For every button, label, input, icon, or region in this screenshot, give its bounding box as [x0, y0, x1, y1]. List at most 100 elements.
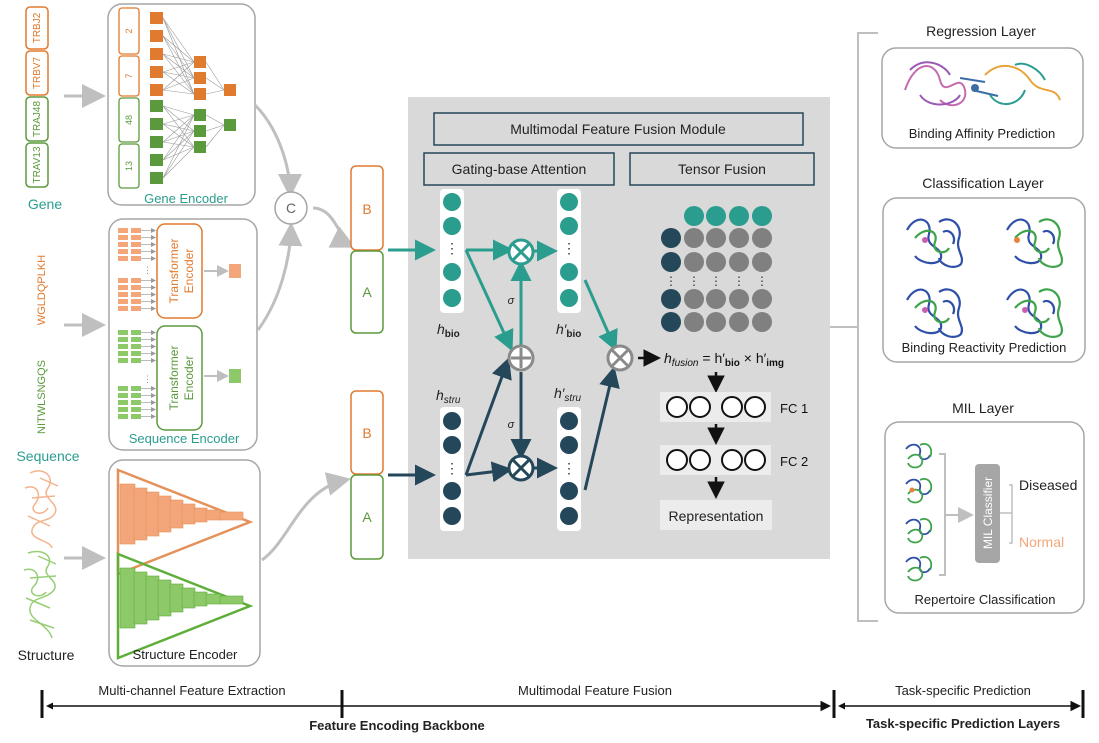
tensor-top-element [752, 206, 772, 226]
cnn-alpha-layer [133, 571, 148, 625]
gene-inputs: TRBJ2 TRBV7 TRAJ48 TRAV13 Gene [25, 6, 62, 212]
cnn-beta-layer [157, 495, 172, 533]
multiply-op-top [507, 238, 535, 266]
token [131, 228, 141, 233]
gene-node [194, 125, 206, 137]
tensor-top-element [684, 206, 704, 226]
fusion-module: Multimodal Feature Fusion Module Gating-… [388, 97, 830, 559]
ellipsis: ⋮ [445, 240, 459, 256]
tensor-cell [684, 252, 704, 272]
token [118, 292, 128, 297]
repertoire-caption: Repertoire Classification [915, 592, 1056, 607]
ellipsis: ⋮ [733, 274, 745, 288]
fc2-label: FC 2 [780, 454, 808, 469]
ellipsis: ⋮ [562, 240, 576, 256]
fc1-neuron [666, 396, 688, 418]
gene-encoder-label: Gene Encoder [144, 191, 229, 206]
tensor-fusion-title: Tensor Fusion [678, 161, 766, 177]
tensor-cell [684, 228, 704, 248]
token [131, 414, 141, 419]
vector-element [560, 289, 578, 307]
cnn-alpha-layer [193, 591, 208, 607]
token [131, 386, 141, 391]
fc1-neuron [721, 396, 743, 418]
transformer-alpha-line1: Transformer [167, 346, 181, 411]
tensor-cell [706, 252, 726, 272]
h-stru-prime-label: h′stru [554, 385, 582, 404]
repertoire-protein-icon [905, 518, 933, 544]
regression-title: Regression Layer [926, 23, 1036, 39]
tcr-beta-structure-icon [24, 470, 59, 549]
protein-complex-icon [1006, 288, 1063, 338]
tensor-cell [706, 312, 726, 332]
ellipsis: ⋮ [710, 274, 722, 288]
token [118, 414, 128, 419]
gene-node [150, 118, 163, 130]
structure-encoder-label: Structure Encoder [133, 647, 238, 662]
gene-node [150, 66, 163, 78]
chain-b-lower: B [362, 425, 371, 441]
gene-node [150, 12, 163, 24]
repertoire-protein-icon [905, 556, 933, 582]
token [131, 242, 141, 247]
vector-element [443, 217, 461, 235]
ellipsis: ⋮ [445, 460, 459, 476]
token [131, 337, 141, 342]
transformer-encoder-beta [156, 223, 203, 319]
cnn-alpha-layer [119, 567, 136, 629]
fc2-neuron [689, 449, 711, 471]
gene-node [194, 72, 206, 84]
chain-boxes-upper: B A [350, 165, 384, 334]
cnn-alpha-layer [145, 575, 160, 621]
structure-encoder: Structure Encoder [108, 459, 261, 667]
vector-element [560, 482, 578, 500]
tensor-top-element [729, 206, 749, 226]
token [118, 393, 128, 398]
token [118, 351, 128, 356]
token [131, 278, 141, 283]
sequence-beta: WGLDQPLKH [36, 255, 48, 325]
cnn-beta-layer [205, 509, 222, 521]
ellipsis: ⋮ [143, 374, 152, 384]
vector-element [560, 436, 578, 454]
ellipsis: ⋮ [688, 274, 700, 288]
tensor-cell [684, 312, 704, 332]
tensor-cell [729, 228, 749, 248]
gene-node [194, 109, 206, 121]
footer-task: Task-specific Prediction [895, 683, 1031, 698]
mil-classifier-label: MIL Classifier [981, 477, 995, 549]
tensor-cell [706, 228, 726, 248]
token [131, 407, 141, 412]
token [118, 256, 128, 261]
vector-element [443, 263, 461, 281]
vector-element [560, 263, 578, 281]
token [118, 249, 128, 254]
cnn-beta-layer [145, 491, 160, 537]
tensor-cell [706, 289, 726, 309]
gene-node [150, 172, 163, 184]
gene-encoder: 2 7 48 13 Gene Encoder [107, 3, 256, 206]
h-bio-prime-label: h′bio [556, 321, 581, 340]
transformer-alpha-line2: Encoder [182, 356, 196, 401]
gene-node [150, 136, 163, 148]
fc1-neuron [689, 396, 711, 418]
vector-element [443, 412, 461, 430]
fc2-neuron [744, 449, 766, 471]
fc2-neuron [666, 449, 688, 471]
h-stru-label: hstru [436, 387, 461, 406]
ellipsis: ⋮ [665, 274, 677, 288]
chain-boxes-lower: B A [350, 390, 384, 560]
gating-attention-title: Gating-base Attention [452, 161, 587, 177]
vector-element [560, 217, 578, 235]
tensor-cell [729, 312, 749, 332]
token [131, 235, 141, 240]
mil-title: MIL Layer [952, 400, 1014, 416]
footer-extraction: Multi-channel Feature Extraction [98, 683, 285, 698]
vector-element [443, 482, 461, 500]
gene-node [194, 56, 206, 68]
gene-node [150, 84, 163, 96]
mil-classifier-box [975, 464, 1000, 563]
token [131, 299, 141, 304]
h-stru-vector [440, 407, 464, 531]
token [118, 285, 128, 290]
